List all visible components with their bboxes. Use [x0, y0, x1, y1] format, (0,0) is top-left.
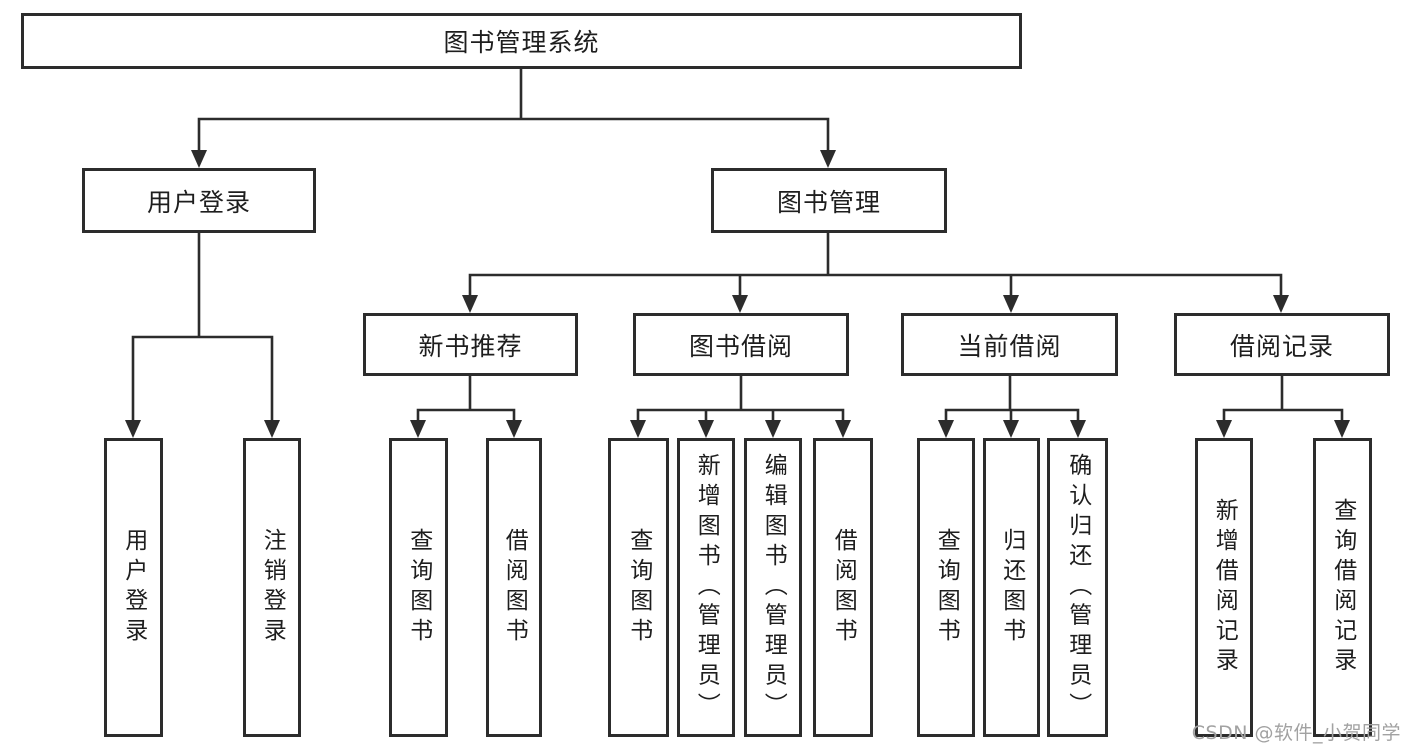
- node-new-book-recommendation: 新书推荐: [363, 313, 578, 376]
- leaf-query-books-borrow: 查询图书: [608, 438, 669, 737]
- leaf-return-books: 归还图书: [983, 438, 1040, 737]
- leaf-logout: 注销登录: [243, 438, 301, 737]
- node-user-login: 用户登录: [82, 168, 316, 233]
- leaf-edit-books-admin: 编辑图书（管理员）: [744, 438, 802, 737]
- leaf-add-borrow-record: 新增借阅记录: [1195, 438, 1253, 737]
- node-book-management: 图书管理: [711, 168, 947, 233]
- leaf-query-books-recommend: 查询图书: [389, 438, 448, 737]
- leaf-query-borrow-record: 查询借阅记录: [1313, 438, 1372, 737]
- leaf-user-login: 用户登录: [104, 438, 163, 737]
- node-library-management-system: 图书管理系统: [21, 13, 1022, 69]
- leaf-borrow-books: 借阅图书: [813, 438, 873, 737]
- leaf-borrow-books-recommend: 借阅图书: [486, 438, 542, 737]
- node-current-borrowing: 当前借阅: [901, 313, 1118, 376]
- leaf-query-books-current: 查询图书: [917, 438, 975, 737]
- leaf-confirm-return-admin: 确认归还（管理员）: [1047, 438, 1108, 737]
- csdn-watermark: CSDN @软件_小贺同学: [1191, 722, 1401, 744]
- node-borrowing-records: 借阅记录: [1174, 313, 1390, 376]
- leaf-add-books-admin: 新增图书（管理员）: [677, 438, 735, 737]
- node-book-borrowing: 图书借阅: [633, 313, 849, 376]
